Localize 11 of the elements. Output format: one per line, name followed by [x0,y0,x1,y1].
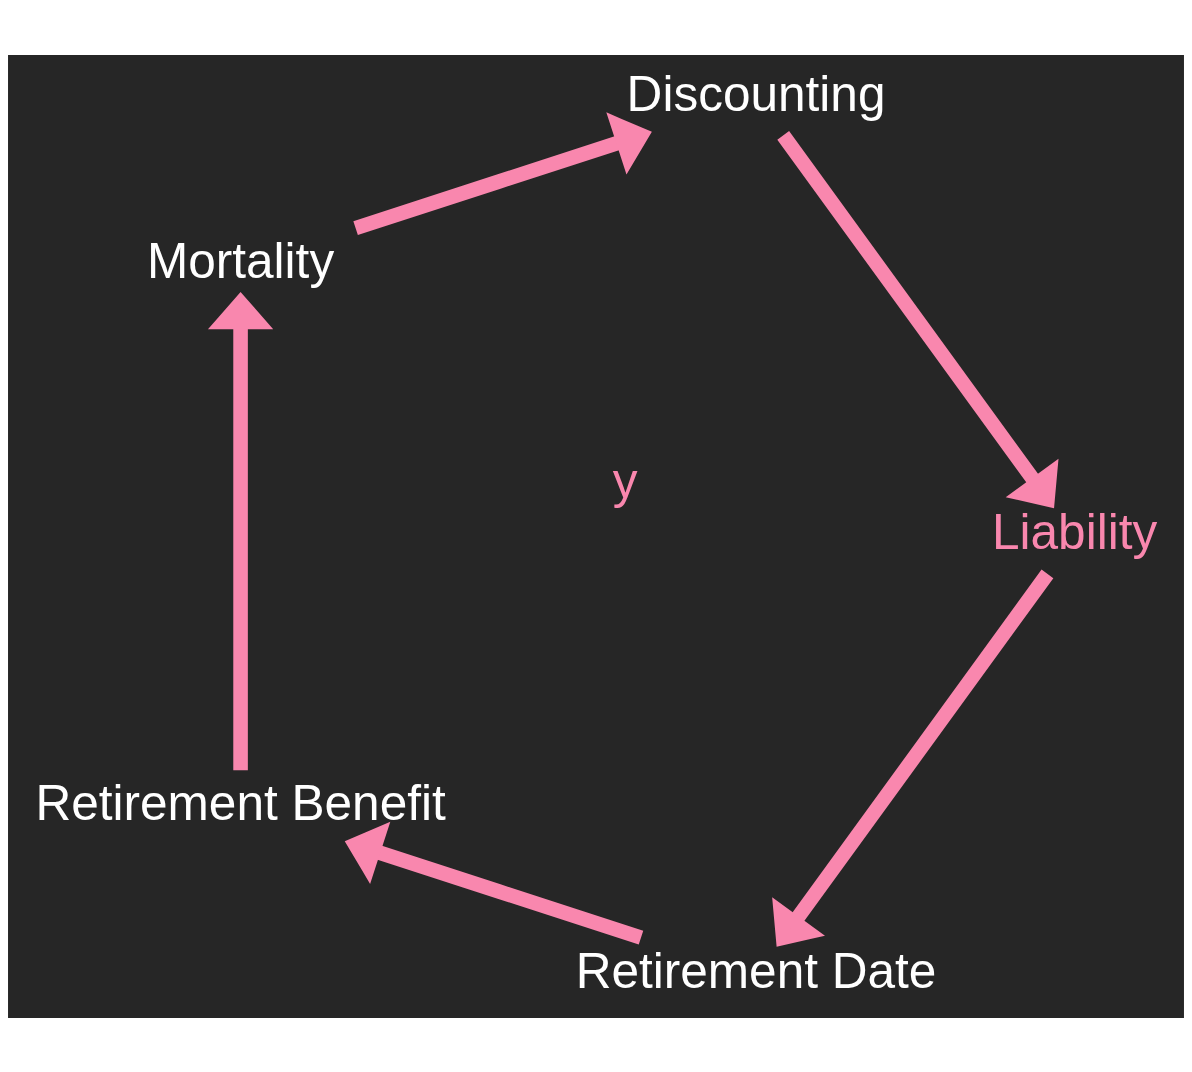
node-text: Retirement Benefit [35,774,446,831]
arrow [772,569,1054,947]
label: y [612,452,638,509]
node-text: Mortality [146,232,335,289]
arrow [207,291,274,770]
node-text: Liability [992,503,1158,560]
arrow [344,821,644,945]
arrow [777,130,1059,508]
arrow [353,111,652,235]
node-text: Retirement Date [575,942,937,999]
node-text: Discounting [626,65,886,122]
